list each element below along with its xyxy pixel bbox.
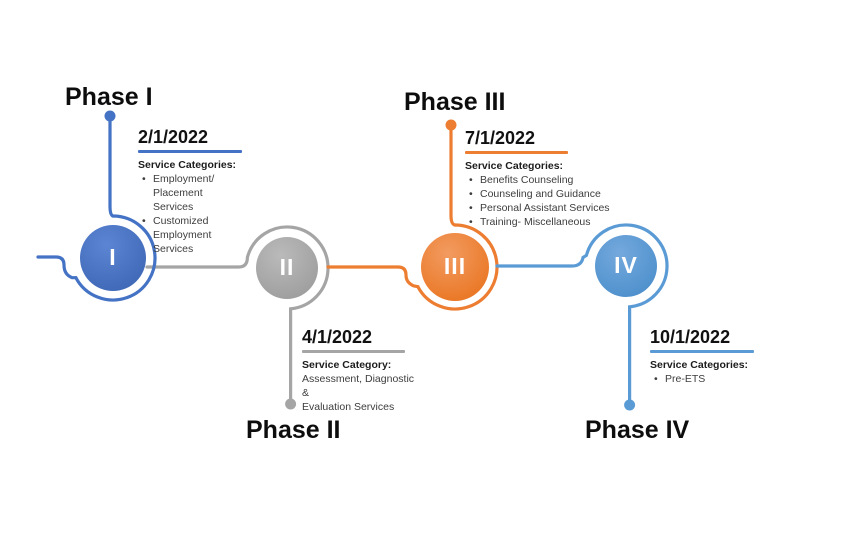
phase2-body-text: Assessment, Diagnostic & Evaluation Serv… xyxy=(302,373,415,413)
bullet-icon: • xyxy=(654,373,658,385)
phase4-callout: 10/1/2022 Service Categories: • Pre-ETS xyxy=(650,326,770,386)
phase3-stem-line xyxy=(449,128,457,227)
phase1-date-underline xyxy=(138,150,242,153)
phase1-endpoint-dot xyxy=(104,110,116,122)
phase1-item-2: Customized Employment Services xyxy=(153,215,212,255)
list-item: • Training- Miscellaneous xyxy=(465,215,615,229)
phase1-ring xyxy=(74,214,157,302)
list-item: • Counseling and Guidance xyxy=(465,187,615,201)
connector-ring-phase4 xyxy=(495,223,669,402)
list-item: • Employment/ Placement Services xyxy=(138,172,256,214)
segment-phase4 xyxy=(495,223,669,402)
bullet-icon: • xyxy=(469,174,473,186)
phase1-node-numeral: I xyxy=(109,243,117,270)
connector-ring-phase2 xyxy=(145,225,330,401)
phase3-node-numeral: III xyxy=(443,252,467,279)
phase3-item-4: Training- Miscellaneous xyxy=(480,216,591,228)
phase2-date-underline xyxy=(302,350,405,353)
bullet-icon: • xyxy=(469,216,473,228)
phase4-date-underline xyxy=(650,350,754,353)
phase3-ring xyxy=(416,223,499,311)
phase1-category-label: Service Categories: xyxy=(138,159,237,171)
list-item: • Customized Employment Services xyxy=(138,214,256,256)
phase1-stem-line xyxy=(108,119,115,218)
phase1-callout: 2/1/2022 Service Categories: • Employmen… xyxy=(138,126,256,256)
bullet-icon: • xyxy=(469,188,473,200)
phase2-date: 4/1/2022 xyxy=(302,327,373,347)
phase2-node-circle xyxy=(256,237,318,299)
phase3-endpoint-dot xyxy=(445,119,457,131)
phase1-title: Phase I xyxy=(65,83,153,111)
phase4-node-numeral: IV xyxy=(614,251,638,278)
phase3-item-2: Counseling and Guidance xyxy=(480,188,601,200)
timeline-lead-in-line xyxy=(36,255,78,280)
list-item: • Benefits Counseling xyxy=(465,173,615,187)
list-item: • Personal Assistant Services xyxy=(465,201,615,215)
phase3-node-circle xyxy=(421,233,489,301)
phase4-date: 10/1/2022 xyxy=(650,327,731,347)
bullet-icon: • xyxy=(469,202,473,214)
phase4-node-circle xyxy=(595,235,657,297)
phase4-title: Phase IV xyxy=(585,416,690,444)
phase2-endpoint-dot xyxy=(285,398,297,410)
segment-phase2 xyxy=(145,225,330,401)
connector-phase2-to-phase3 xyxy=(326,265,420,289)
bullet-icon: • xyxy=(142,173,146,185)
phase3-category-label: Service Categories: xyxy=(465,160,564,172)
phase3-item-1: Benefits Counseling xyxy=(480,174,574,186)
phase4-endpoint-dot xyxy=(624,399,636,411)
list-item: • Pre-ETS xyxy=(650,372,770,386)
phase1-node-circle xyxy=(80,225,146,291)
phase1-date: 2/1/2022 xyxy=(138,127,209,147)
phase2-node-numeral: II xyxy=(279,253,295,280)
phase3-date-underline xyxy=(465,151,568,154)
bullet-icon: • xyxy=(142,215,146,227)
segment-phase1 xyxy=(36,119,157,302)
phase2-category-label: Service Category: xyxy=(302,359,392,371)
phase2-callout: 4/1/2022 Service Category: Assessment, D… xyxy=(302,326,422,414)
phase3-title: Phase III xyxy=(404,88,506,116)
phase3-item-3: Personal Assistant Services xyxy=(480,202,610,214)
phase3-callout: 7/1/2022 Service Categories: • Benefits … xyxy=(465,127,615,229)
segment-phase3 xyxy=(326,128,499,311)
phase4-category-label: Service Categories: xyxy=(650,359,749,371)
phase4-item-1: Pre-ETS xyxy=(665,373,706,385)
phase2-title: Phase II xyxy=(246,416,341,444)
phase3-date: 7/1/2022 xyxy=(465,128,536,148)
phase1-item-1: Employment/ Placement Services xyxy=(153,173,215,213)
